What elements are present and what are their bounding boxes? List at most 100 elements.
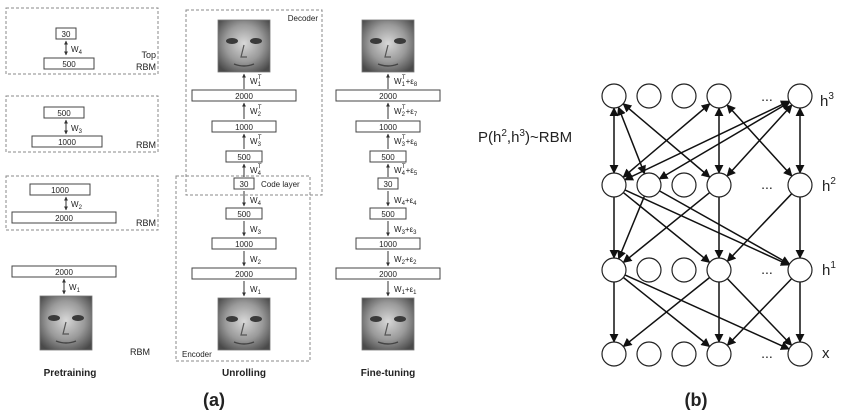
ft-enc-layer-3: 2000 <box>379 270 397 279</box>
panel-b-caption: (b) <box>685 390 708 410</box>
layer-h1-name: h <box>822 262 830 279</box>
layer-h2-name: h <box>822 178 830 195</box>
svg-text:W4T: W4T <box>250 164 262 177</box>
node-h1-3 <box>671 257 697 283</box>
svg-text:W2+ε2: W2+ε2 <box>394 255 417 266</box>
svg-text:W3: W3 <box>71 124 83 135</box>
unroll-dec-weight-2-sup: T <box>258 105 262 111</box>
unroll-enc-weight-1: W <box>250 285 258 294</box>
svg-text:W2: W2 <box>250 255 262 266</box>
decoder-frame <box>185 9 323 196</box>
unroll-code-layer: 30 <box>240 180 249 189</box>
finetuning-column: W1T+ε8 2000 W2T+ε7 1000 W3T+ε6 500 W4T+ε… <box>335 19 441 379</box>
unroll-enc-weight-3: W <box>250 225 258 234</box>
ft-enc-eps-2: +ε <box>405 255 414 264</box>
svg-text:W3: W3 <box>250 225 262 236</box>
unroll-enc-weight-3-sub: 3 <box>258 230 262 236</box>
ft-enc-eps-3-sub: 3 <box>413 230 417 236</box>
finetune-input-face <box>361 297 415 351</box>
unroll-enc-weight-2: W <box>250 255 258 264</box>
ft-dec-weight-3-sup: T <box>402 135 406 141</box>
node-h3-2 <box>636 83 662 109</box>
h2-h1-edge-9 <box>624 189 790 266</box>
unroll-enc-layer-3: 2000 <box>235 270 253 279</box>
node-h2-1 <box>601 172 627 198</box>
pretraining-input-weight: W <box>69 283 77 292</box>
node-h3-1 <box>601 83 627 109</box>
ft-dec-weight-1: W <box>394 77 402 86</box>
h2-h1-edge-4 <box>659 190 791 265</box>
ft-dec-eps-3-sub: 6 <box>414 142 418 148</box>
h1-x-edge-6 <box>726 278 793 347</box>
ft-enc-eps-2-sub: 2 <box>413 260 417 266</box>
ft-dec-weight-4: W <box>394 166 402 175</box>
unroll-enc-weight-2-sub: 2 <box>258 260 262 266</box>
node-h1-5 <box>787 257 813 283</box>
ft-dec-weight-3: W <box>394 137 402 146</box>
ft-enc-weight-4: W <box>394 196 402 205</box>
node-h3-5 <box>787 83 813 109</box>
h2-h1-edge-3 <box>617 195 646 260</box>
rbm-label-part2: ,h <box>507 129 520 146</box>
ft-dec-eps-1: +ε <box>406 77 415 86</box>
unroll-dec-weight-3: W <box>250 137 258 146</box>
rbm-top-visible-label: 500 <box>62 60 76 69</box>
ft-enc-eps-4: +ε <box>405 196 414 205</box>
ellipsis-x: ... <box>761 345 773 361</box>
h2-h1-edge-5 <box>622 191 711 264</box>
pretraining-input-tag: RBM <box>130 347 150 357</box>
layer-x-name: x <box>822 345 830 362</box>
ellipsis-h2: ... <box>761 176 773 192</box>
ft-dec-eps-4: +ε <box>406 166 415 175</box>
node-h2-4 <box>706 172 732 198</box>
unroll-enc-weight-4: W <box>250 196 258 205</box>
ft-enc-weight-2: W <box>394 255 402 264</box>
svg-text:W2T+ε7: W2T+ε7 <box>394 105 418 118</box>
pretraining-input: 2000 W1 RBM <box>11 265 150 357</box>
dbn-nodes <box>601 83 813 367</box>
ft-dec-weight-4-sub: 4 <box>402 171 406 177</box>
pretraining-title: Pretraining <box>44 368 97 379</box>
node-h3-4 <box>706 83 732 109</box>
unroll-enc-weight-1-sub: 1 <box>258 290 262 296</box>
rbm-bottom-hidden-label: 1000 <box>51 186 69 195</box>
pretraining-input-weight-sub: 1 <box>77 288 81 294</box>
rbm-block-top: 30 W4 500 Top RBM <box>5 7 159 75</box>
ft-enc-eps-1-sub: 1 <box>413 290 417 296</box>
finetuning-title: Fine-tuning <box>361 368 415 379</box>
rbm-label-sup2: 3 <box>519 128 525 139</box>
ft-enc-eps-1: +ε <box>405 285 414 294</box>
unroll-dec-weight-4-sup: T <box>258 164 262 170</box>
rbm-top-unit-label: 30 <box>62 30 71 39</box>
svg-text:W1: W1 <box>250 285 262 296</box>
rbm-top-weight-sub: 4 <box>79 50 83 56</box>
ft-dec-weight-2-sub: 2 <box>402 112 406 118</box>
rbm-bottom-weight-sub: 2 <box>79 205 83 211</box>
ellipsis-h1: ... <box>761 261 773 277</box>
ft-enc-weight-4-sub: 4 <box>402 201 406 207</box>
unroll-dec-weight-1: W <box>250 77 258 86</box>
unroll-dec-weight-4: W <box>250 166 258 175</box>
unroll-enc-layer-2: 1000 <box>235 240 253 249</box>
node-x-1 <box>601 341 627 367</box>
pretraining-column: 30 W4 500 Top RBM 500 W3 1000 RBM 1000 W… <box>5 7 159 379</box>
svg-text:W4: W4 <box>71 45 83 56</box>
decoder-label: Decoder <box>288 14 319 23</box>
unroll-dec-weight-1-sub: 1 <box>258 82 262 88</box>
unrolling-title: Unrolling <box>222 368 266 379</box>
ft-dec-weight-3-sub: 3 <box>402 142 406 148</box>
ft-enc-weight-3: W <box>394 225 402 234</box>
svg-text:W2: W2 <box>71 200 83 211</box>
encoder-frame <box>175 175 311 362</box>
node-h2-5 <box>787 172 813 198</box>
rbm-bottom-tag: RBM <box>136 218 156 228</box>
svg-text:W2T: W2T <box>250 105 262 118</box>
layer-h3-sup: 3 <box>828 91 834 102</box>
node-h1-2 <box>636 257 662 283</box>
svg-text:W1: W1 <box>69 283 81 294</box>
unrolling-column: Decoder Encoder W1T 2000 W2T 1000 W3T 50… <box>175 9 323 379</box>
svg-text:W3T+ε6: W3T+ε6 <box>394 135 418 148</box>
pretraining-input-layer-label: 2000 <box>55 268 73 277</box>
unroll-enc-layer-1: 500 <box>237 210 251 219</box>
unroll-dec-weight-1-sup: T <box>258 75 262 81</box>
